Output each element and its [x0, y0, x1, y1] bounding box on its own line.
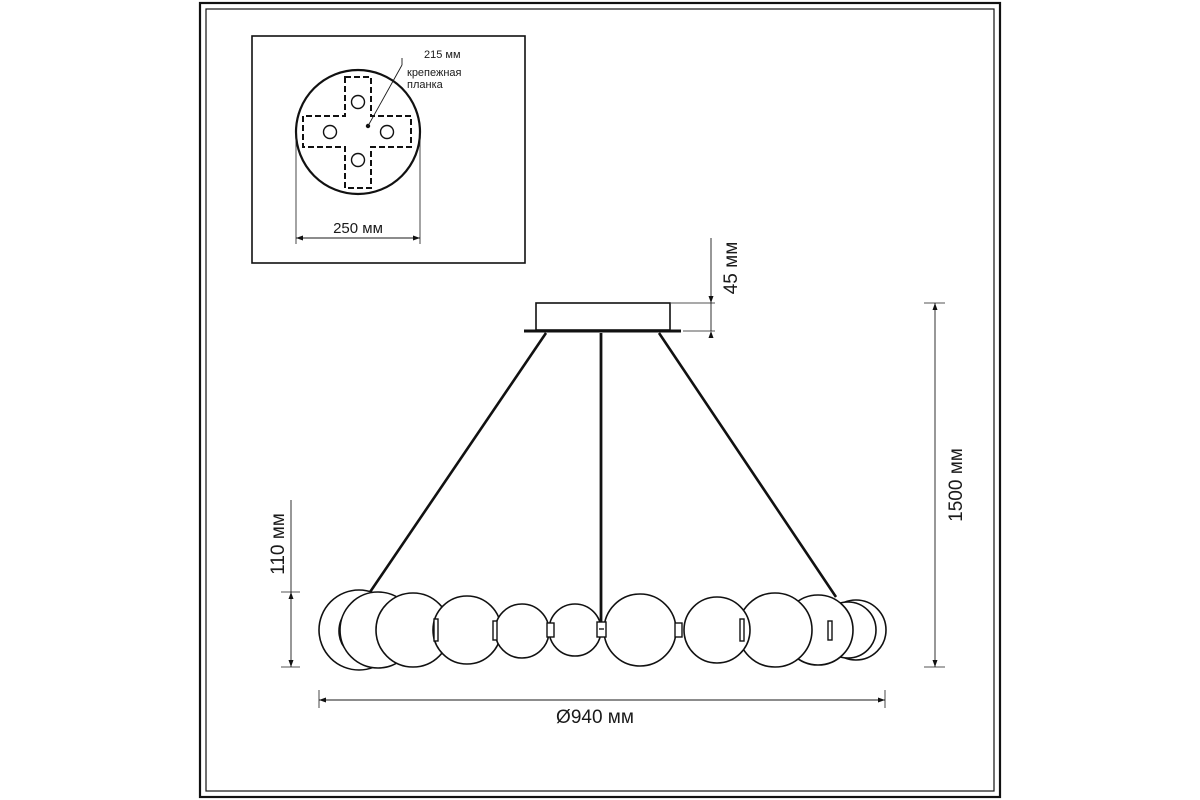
connector-clip	[492, 620, 498, 641]
connector-clip	[739, 618, 745, 642]
front-view: 45 мм 1500 мм 110 мм Ø940 мм	[268, 238, 967, 728]
screw-hole-top	[350, 94, 366, 110]
connector-clip	[433, 618, 439, 642]
canopy-height-label: 45 мм	[721, 242, 742, 295]
glass-sphere	[494, 603, 550, 659]
screw-hole-left	[322, 124, 338, 140]
total-height-label: 1500 мм	[946, 448, 967, 522]
glass-sphere-ring	[318, 589, 887, 671]
canopy-height-dimension: 45 мм	[671, 238, 742, 338]
screw-hole-right	[379, 124, 395, 140]
ceiling-canopy	[535, 302, 671, 331]
canopy-diameter-label: 250 мм	[333, 220, 383, 237]
suspension-cable-left	[364, 332, 548, 599]
mounting-bracket-cross	[302, 76, 412, 189]
ring-diameter-dimension: Ø940 мм	[318, 690, 886, 728]
glass-sphere	[548, 603, 602, 657]
glass-sphere	[603, 593, 677, 667]
suspension-cable-right	[657, 332, 838, 598]
bracket-width-label: 215 мм	[424, 49, 461, 61]
glass-sphere	[683, 596, 751, 664]
ring-diameter-label: Ø940 мм	[556, 707, 634, 728]
glass-sphere	[432, 595, 502, 665]
screw-hole-bottom	[350, 152, 366, 168]
connector-clip	[827, 620, 833, 641]
bracket-name-label-line1: крепежная	[407, 67, 462, 79]
top-view-inset: 215 мм крепежная планка 250 мм	[251, 35, 526, 264]
ring-height-dimension: 110 мм	[268, 500, 300, 668]
connector-clip	[674, 622, 683, 638]
drawing-frame	[198, 1, 1002, 799]
ring-height-label: 110 мм	[268, 513, 289, 575]
connector-clip	[546, 622, 555, 638]
total-height-dimension: 1500 мм	[924, 302, 967, 668]
bracket-name-label-line2: планка	[407, 79, 444, 91]
bracket-leader-line	[367, 64, 403, 127]
